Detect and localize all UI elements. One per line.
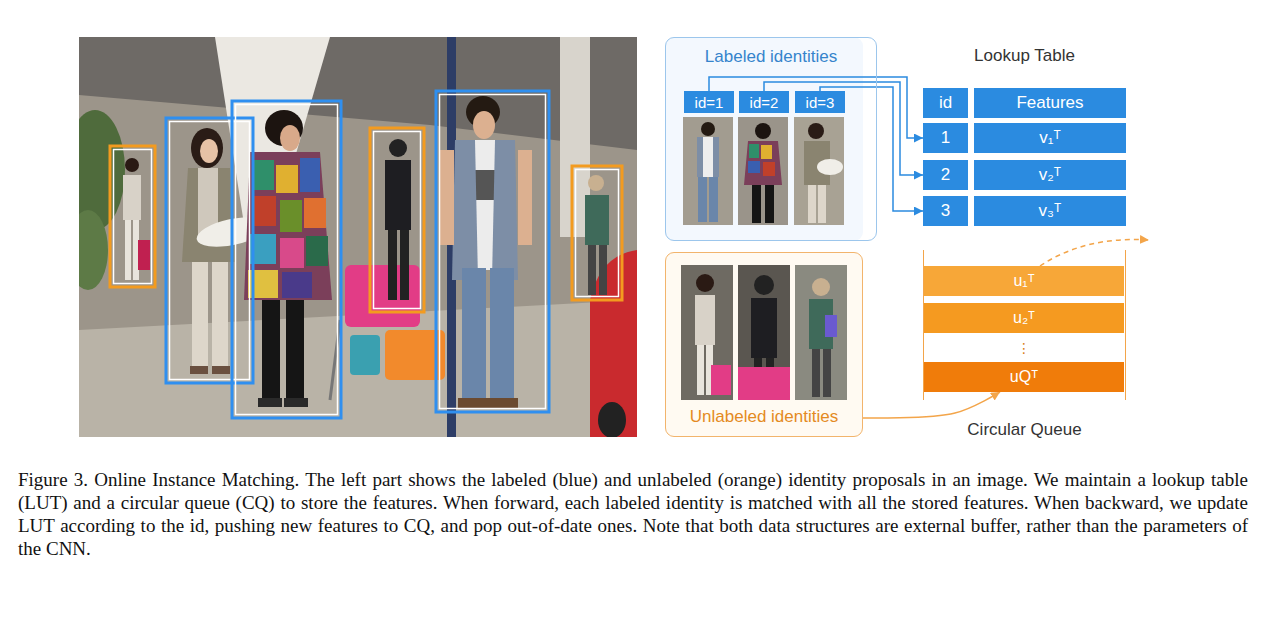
proposal-boxes [110, 91, 622, 418]
lookup-table-text: Lookup Table [923, 46, 1126, 66]
table-cell: v₁ᵀ [974, 123, 1126, 153]
figure-caption: Figure 3. Online Instance Matching. The … [18, 469, 1248, 559]
identity-panel: Labeled identities id=1 id=2 id=3 [665, 37, 877, 241]
connector-arrow [863, 392, 1000, 418]
caption-block: Figure 3. Online Instance Matching. The … [18, 468, 1248, 560]
id-tag-text: id=2 [750, 94, 779, 111]
id-tag: id=2 [739, 91, 789, 113]
table-cell: 3 [923, 196, 968, 226]
queue-row: u₂ᵀ [924, 303, 1124, 333]
id-tag: id=3 [795, 91, 845, 113]
table-cell: Features [974, 88, 1126, 118]
table-cell-text: 1 [941, 128, 950, 148]
labeled-crops [683, 117, 844, 225]
identity-panel-text: Labeled identities [666, 47, 876, 67]
table-cell: id [923, 88, 968, 118]
queue-gap: ⋮ [924, 336, 1124, 360]
queue-gap-text: ⋮ [1017, 340, 1031, 356]
table-cell-text: Features [1016, 93, 1083, 113]
panel-ground [665, 37, 863, 241]
pop-arrow [1040, 240, 1148, 266]
lookup-table: Lookup TableidFeatures1v₁ᵀ2v₂ᵀ3v₃ᵀ [923, 88, 1126, 226]
queue-row-text: u₂ᵀ [1013, 309, 1035, 327]
table-cell: 1 [923, 123, 968, 153]
identity-panel-text: Unlabeled identities [690, 407, 838, 427]
circular-queue: Circular Queueu₁ᵀu₂ᵀ⋮uQᵀ [923, 250, 1126, 400]
table-cell-text: v₃ᵀ [1039, 201, 1062, 221]
table-cell: 2 [923, 160, 968, 190]
table-cell-text: 2 [941, 165, 950, 185]
queue-row-text: uQᵀ [1010, 368, 1038, 386]
street-photo [79, 37, 637, 437]
id-tag-text: id=1 [695, 94, 724, 111]
queue-row: uQᵀ [924, 362, 1124, 392]
queue-row-text: u₁ᵀ [1013, 272, 1034, 290]
table-cell-text: v₁ᵀ [1039, 128, 1061, 148]
id-tag-text: id=3 [806, 94, 835, 111]
table-cell: v₂ᵀ [974, 160, 1126, 190]
table-cell-text: v₂ᵀ [1039, 165, 1061, 185]
table-cell-text: id [939, 93, 952, 113]
table-cell: v₃ᵀ [974, 196, 1126, 226]
identity-panel: Unlabeled identities [665, 252, 863, 437]
panel-ground [665, 252, 863, 437]
connector-arrow [709, 77, 923, 138]
unlabeled-crops [681, 265, 847, 400]
table-cell-text: 3 [941, 201, 950, 221]
circular-queue-text: Circular Queue [924, 420, 1125, 440]
id-tag: id=1 [684, 91, 734, 113]
queue-row: u₁ᵀ [924, 266, 1124, 296]
